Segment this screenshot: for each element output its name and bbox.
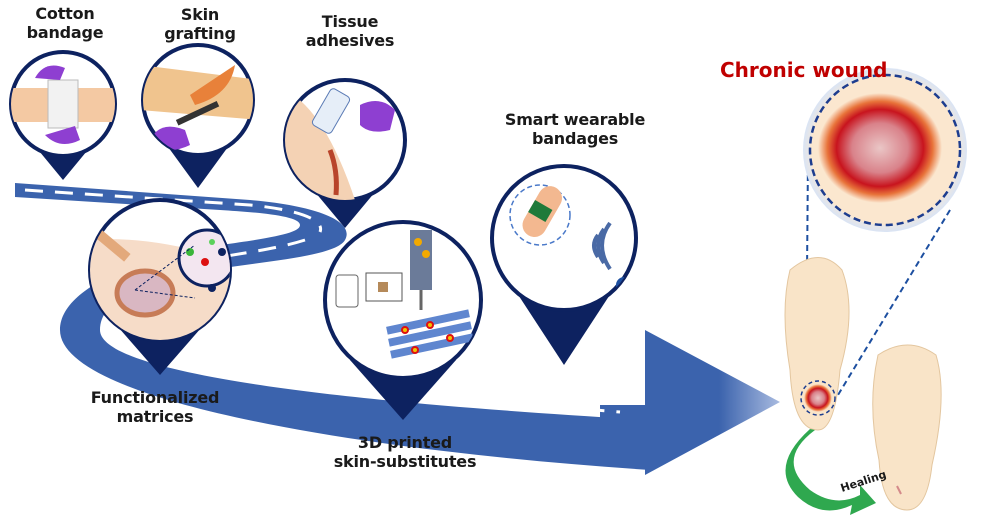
label-line: bandage — [26, 23, 104, 42]
pin-smart-bandages — [490, 164, 638, 365]
stage-label-tissue-adhesives: Tissue adhesives — [300, 12, 400, 50]
bandaged-wrist-icon — [11, 65, 115, 144]
foot-with-wound — [784, 257, 850, 431]
adhesive-applicator-icon — [285, 88, 395, 200]
stage-label-3d-printed: 3D printed skin-substitutes — [330, 433, 480, 471]
label-line: adhesives — [305, 31, 395, 50]
label-line: skin-substitutes — [333, 452, 477, 471]
pin-3d-printed — [323, 220, 483, 420]
label-line: Functionalized — [90, 388, 220, 407]
cell-matrix-icon — [90, 228, 230, 340]
label-line: bandages — [531, 129, 619, 148]
chronic-wound-title: Chronic wound — [720, 58, 888, 82]
bioprinter-icon — [335, 230, 474, 359]
wound-closeup — [818, 93, 942, 203]
healed-foot — [872, 344, 942, 511]
pin-tissue-adhesives — [283, 78, 407, 228]
label-line: Cotton — [35, 4, 95, 23]
healing-arrow — [785, 429, 876, 515]
chronic-wound-zoom — [803, 68, 967, 396]
label-line: Smart wearable — [504, 110, 646, 129]
stage-label-cotton-bandage: Cotton bandage — [10, 4, 120, 42]
stage-label-functionalized-matrices: Functionalized matrices — [90, 388, 220, 426]
label-line: grafting — [164, 24, 236, 43]
stage-label-skin-grafting: Skin grafting — [150, 5, 250, 43]
label-line: Skin — [180, 5, 220, 24]
road-arrowhead — [645, 330, 780, 475]
pin-skin-grafting — [141, 43, 255, 188]
label-line: 3D printed — [357, 433, 453, 452]
pin-cotton-bandage — [9, 50, 117, 180]
stage-label-smart-bandages: Smart wearable bandages — [500, 110, 650, 148]
label-line: Tissue — [321, 12, 379, 31]
pin-functionalized-matrices — [88, 198, 232, 375]
label-line: matrices — [116, 407, 194, 426]
